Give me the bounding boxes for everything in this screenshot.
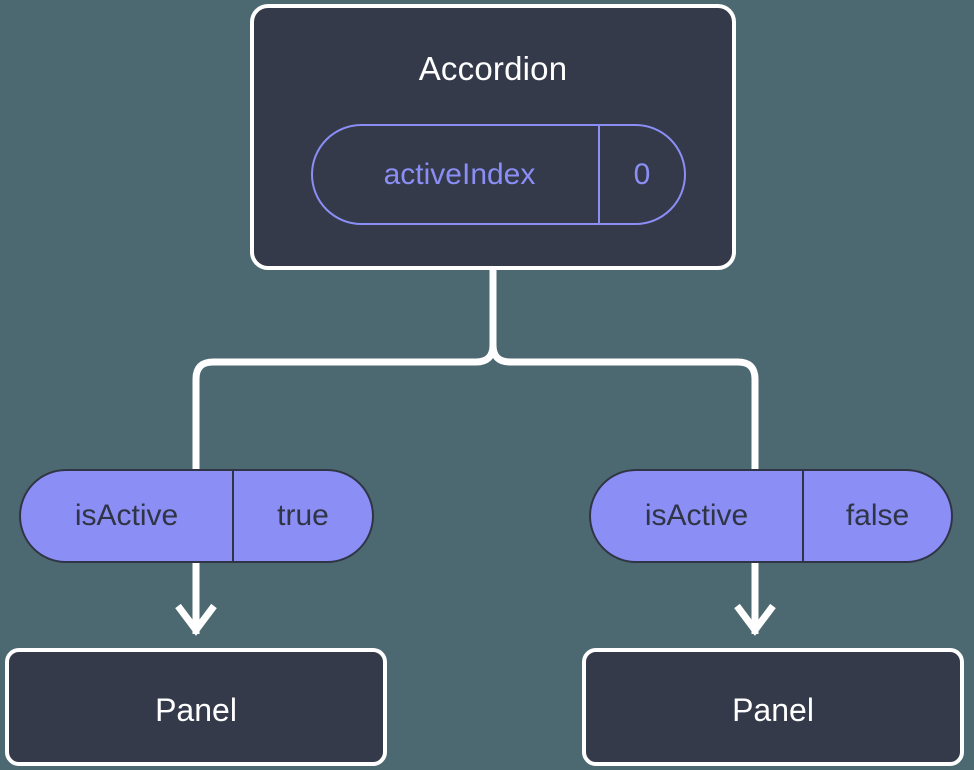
prop-pill-isactive-true[interactable]: isActive true <box>19 469 374 563</box>
state-pill-activeindex-key: activeIndex <box>313 126 600 223</box>
node-panel-right[interactable]: Panel <box>582 648 964 766</box>
node-panel-left[interactable]: Panel <box>5 648 387 766</box>
state-pill-activeindex[interactable]: activeIndex 0 <box>311 124 686 225</box>
prop-pill-isactive-true-key: isActive <box>21 471 234 561</box>
prop-pill-isactive-false-value: false <box>845 499 910 532</box>
prop-pill-isactive-true-value: true <box>277 499 329 532</box>
node-panel-left-title: Panel <box>155 692 237 728</box>
node-accordion-title: Accordion <box>418 50 568 87</box>
node-accordion[interactable]: Accordion activeIndex 0 <box>250 4 736 270</box>
prop-pill-isactive-false[interactable]: isActive false <box>589 469 953 563</box>
state-pill-activeindex-value: 0 <box>633 157 651 191</box>
node-panel-right-title: Panel <box>732 692 814 728</box>
connector-branch-left <box>192 341 497 474</box>
arrow-head-right <box>734 603 776 636</box>
connector-branch-right <box>489 341 759 474</box>
arrow-head-left <box>175 603 217 636</box>
prop-pill-isactive-false-key: isActive <box>591 471 804 561</box>
